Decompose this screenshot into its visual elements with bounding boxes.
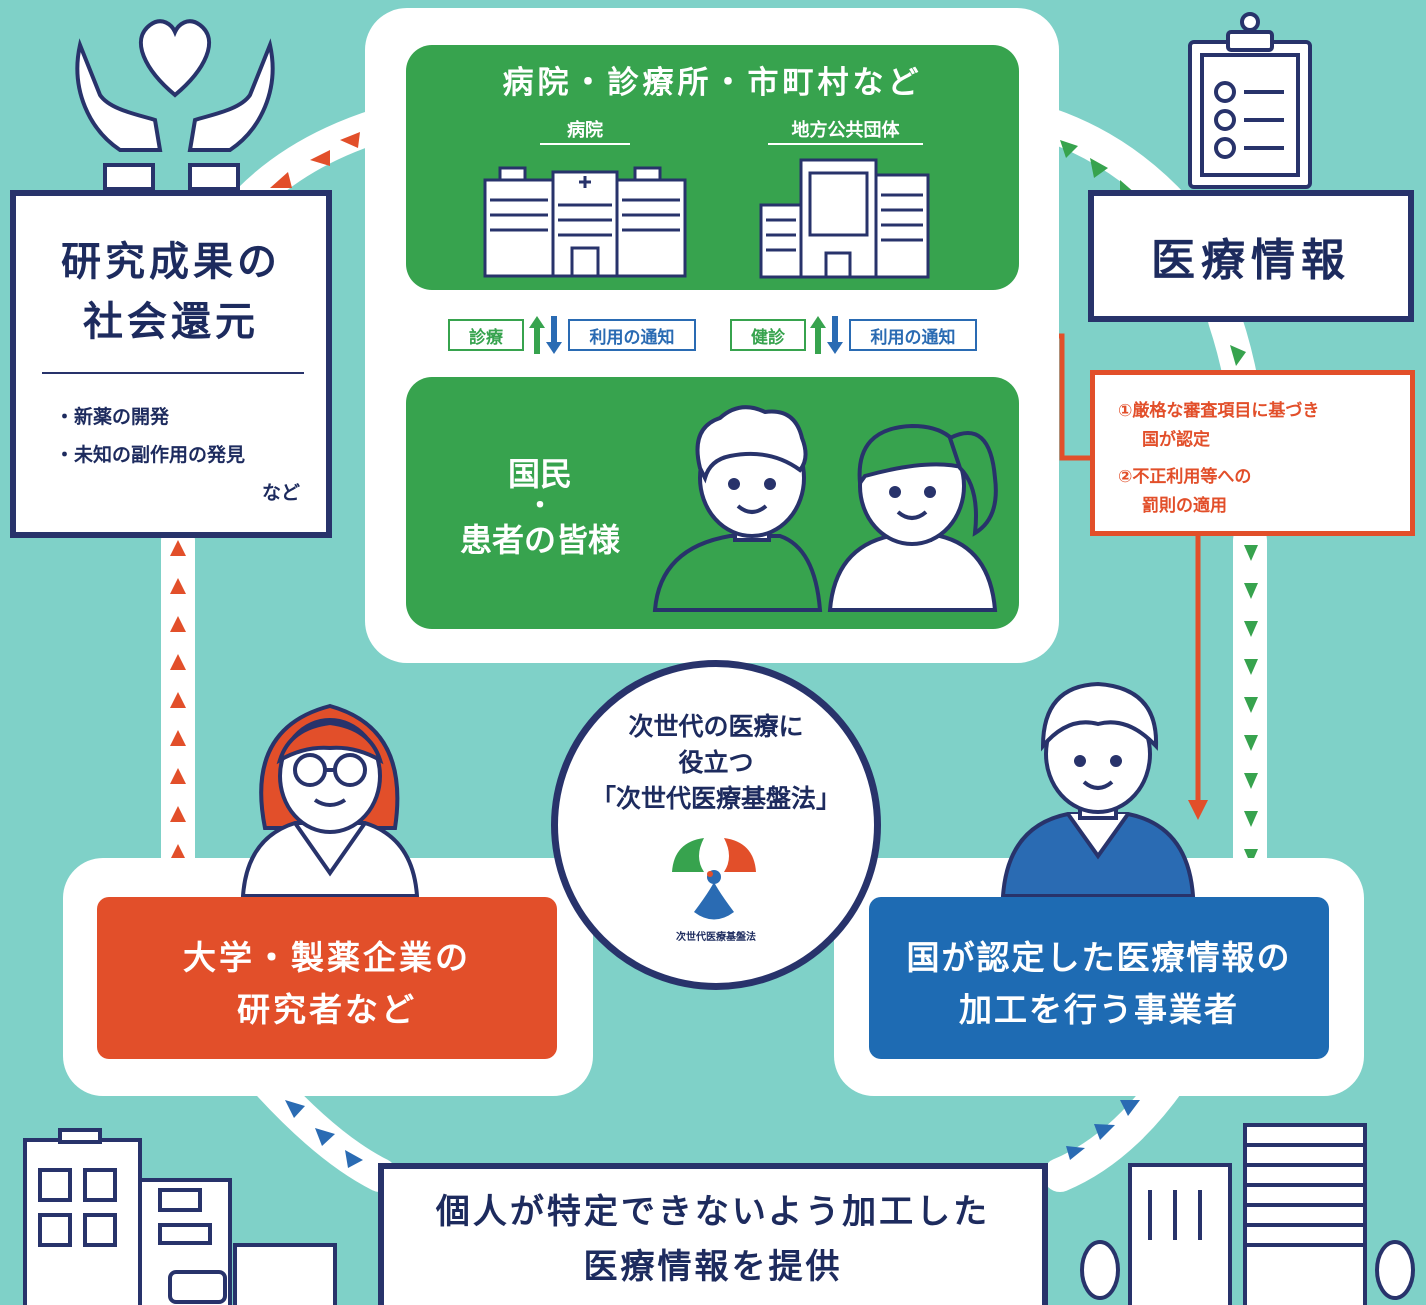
heart-hands-icon xyxy=(75,19,275,191)
center-law-circle xyxy=(551,660,881,990)
clipboard-checklist-icon xyxy=(1188,12,1312,189)
citizens-dot: ・ xyxy=(526,490,553,521)
processor-box xyxy=(869,897,1329,1059)
university-box xyxy=(97,897,557,1059)
city-right-icon xyxy=(1080,1123,1415,1305)
center-line3: 「次世代医療基盤法」 xyxy=(590,784,841,813)
citizens-line1: 国民 xyxy=(507,455,572,493)
research-bullet-1: ・新薬の開発 xyxy=(55,406,170,428)
research-outcome-divider xyxy=(42,372,304,374)
blue-arrows xyxy=(285,1100,1140,1168)
certification-item2-line1: ②不正利用等への xyxy=(1118,467,1252,487)
updown-arrow-icon xyxy=(810,316,843,354)
tag-usage-notice-right: 利用の通知 xyxy=(849,319,977,351)
center-line1: 次世代の医療に xyxy=(628,712,804,741)
logo-caption: 次世代医療基盤法 xyxy=(676,931,756,943)
provision-line1: 個人が特定できないよう加工した xyxy=(435,1191,991,1232)
research-bullet-suffix: など xyxy=(261,482,300,504)
hospital-label: 病院 xyxy=(540,115,630,145)
provision-box xyxy=(378,1163,1048,1305)
institutions-title: 病院・診療所・市町村など xyxy=(502,64,923,101)
certification-box xyxy=(1090,370,1415,536)
connector-arrowhead-down xyxy=(1188,800,1208,820)
certification-item1-line1: ①厳格な審査項目に基づき xyxy=(1118,401,1320,421)
tag-checkup: 健診 xyxy=(730,319,806,351)
city-left-icon xyxy=(23,1128,337,1305)
processor-line2: 加工を行う事業者 xyxy=(959,990,1239,1029)
citizens-people-icon xyxy=(652,405,998,612)
citizens-line2: 患者の皆様 xyxy=(459,521,620,559)
university-line2: 研究者など xyxy=(237,990,417,1029)
certification-item1-line2: 国が認定 xyxy=(1142,430,1210,450)
researcher-icon xyxy=(240,703,420,898)
provision-line2: 医療情報を提供 xyxy=(583,1246,843,1287)
university-line1: 大学・製薬企業の xyxy=(183,938,471,977)
orange-arrows-vertical xyxy=(170,540,186,860)
green-arrows-vertical xyxy=(1244,545,1258,865)
logo-icon xyxy=(672,838,756,920)
research-outcome-title-line1: 研究成果の xyxy=(61,239,281,285)
processor-line1: 国が認定した医療情報の xyxy=(906,938,1292,977)
office-building-icon xyxy=(759,158,930,279)
research-bullet-2: ・未知の副作用の発見 xyxy=(55,444,246,466)
worker-icon xyxy=(1000,681,1196,898)
certification-item2-line2: 罰則の適用 xyxy=(1142,496,1227,516)
medical-info-box: 医療情報 xyxy=(1088,190,1414,322)
research-outcome-box xyxy=(10,190,332,538)
tag-diagnosis: 診療 xyxy=(448,319,524,351)
center-line2: 役立つ xyxy=(678,748,754,777)
government-label: 地方公共団体 xyxy=(768,115,923,145)
research-outcome-title-line2: 社会還元 xyxy=(83,299,259,345)
tag-usage-notice-left: 利用の通知 xyxy=(568,319,696,351)
orange-arrows-curve xyxy=(270,132,360,188)
updown-arrow-icon xyxy=(529,316,562,354)
hospital-building-icon xyxy=(483,166,687,278)
